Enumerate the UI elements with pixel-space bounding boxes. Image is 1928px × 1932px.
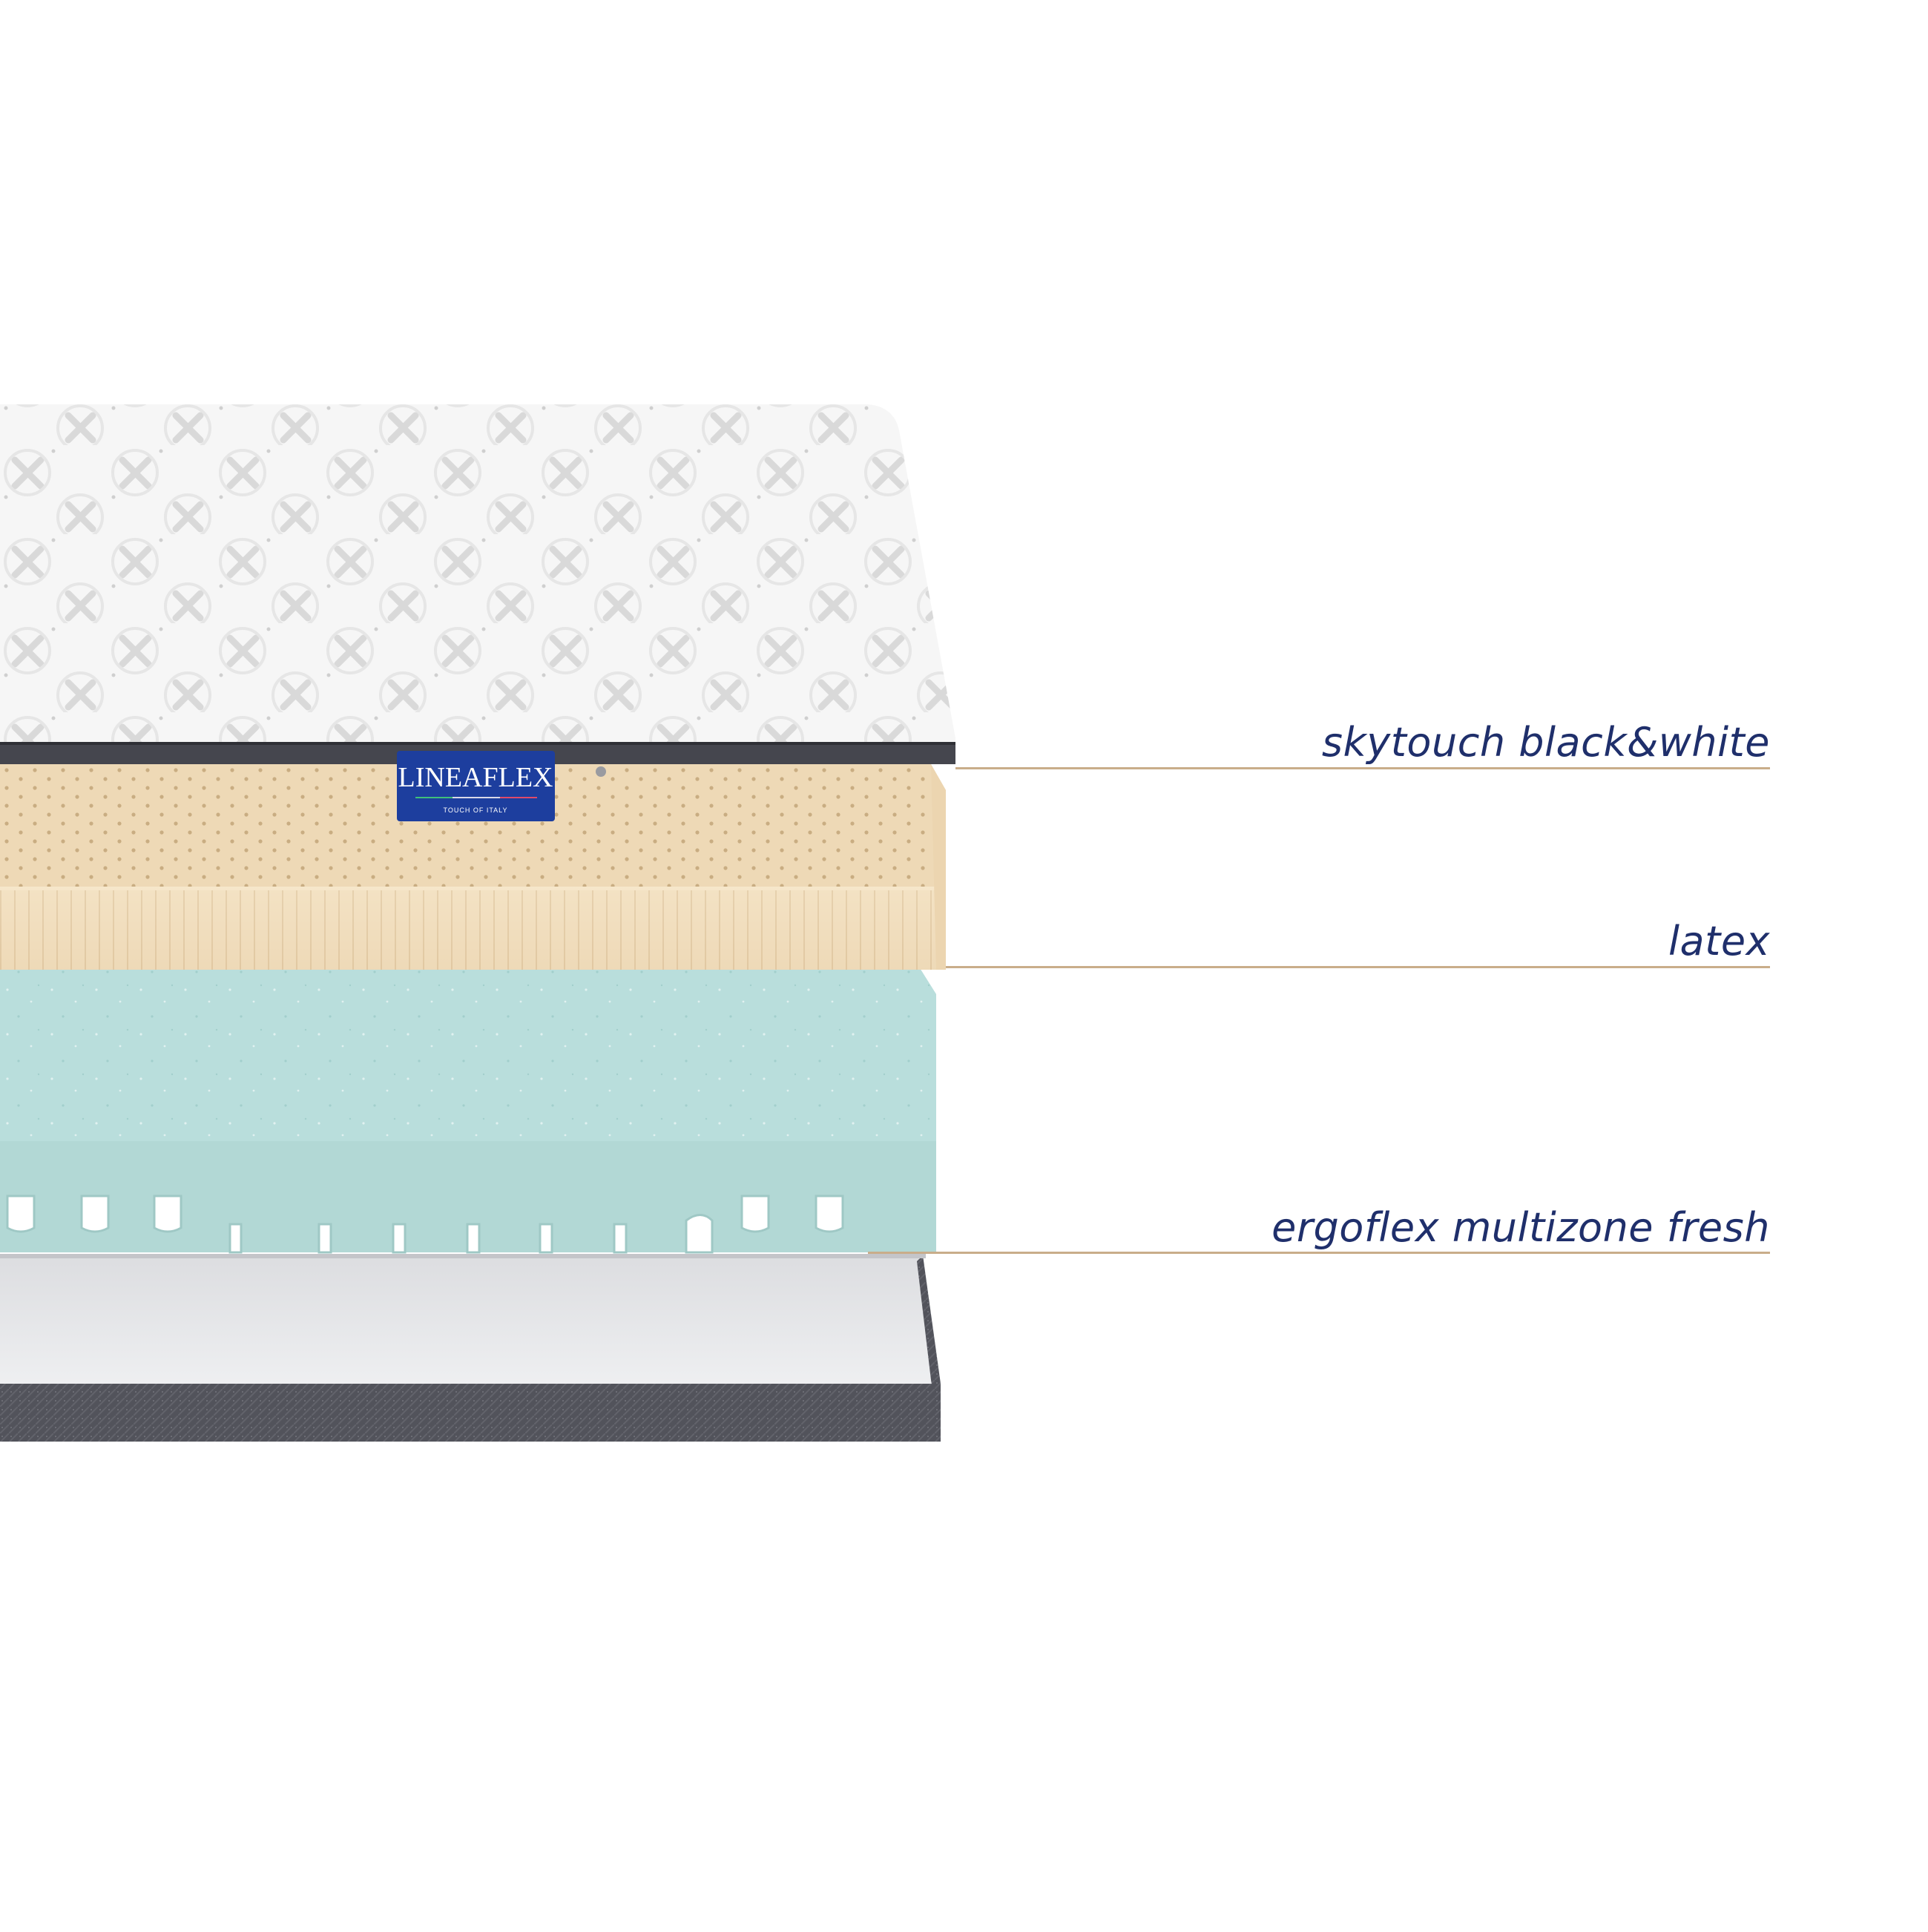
ergoflex-layer: [0, 968, 936, 1254]
latex-layer-label: latex: [1668, 918, 1770, 965]
skytouch-layer: [0, 404, 955, 764]
latex-leader-line: [946, 966, 1770, 968]
brand-name: LINEAFLEX: [398, 762, 553, 793]
skytouch-layer-label: skytouch black&white: [1321, 719, 1770, 766]
skytouch-leader-line: [955, 767, 1770, 769]
ergoflex-leader-line: [868, 1252, 1770, 1254]
latex-layer: [0, 764, 946, 970]
ergoflex-layer-label: ergoflex multizone fresh: [1271, 1204, 1770, 1251]
base-layer: [0, 1254, 941, 1442]
zipper-pull: [596, 766, 606, 777]
lineaflex-tag: LINEAFLEX TOUCH OF ITALY: [397, 751, 555, 821]
brand-tagline: TOUCH OF ITALY: [443, 806, 507, 814]
